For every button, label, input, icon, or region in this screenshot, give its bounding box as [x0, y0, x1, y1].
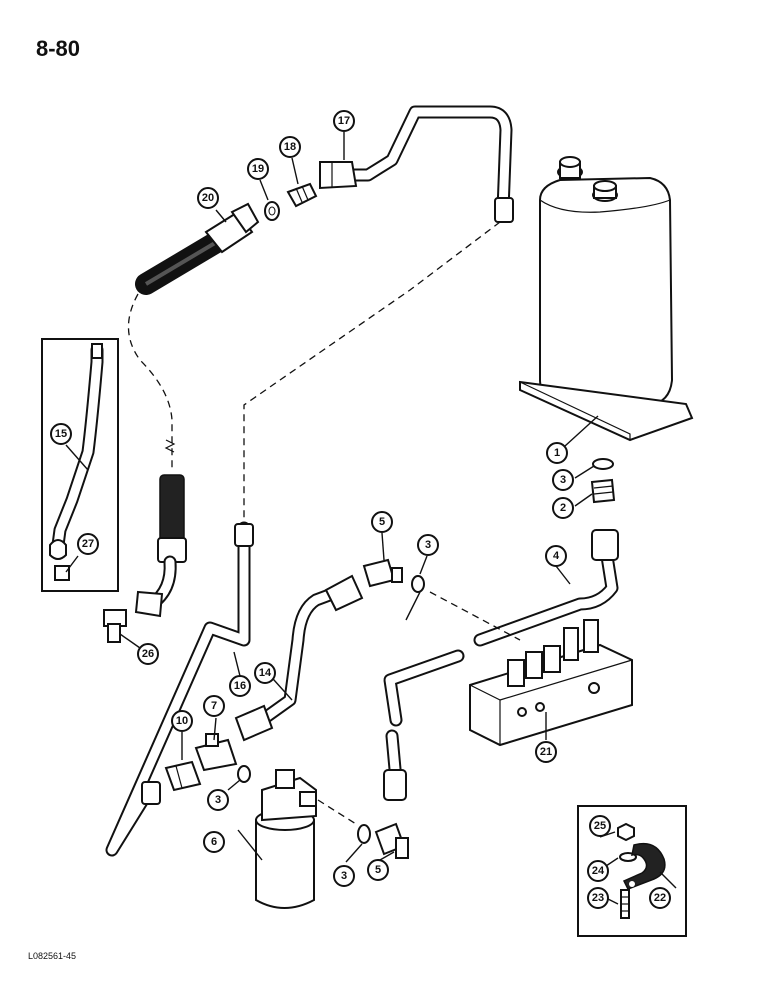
callout-3-upper: 3: [417, 534, 439, 556]
svg-text:22: 22: [654, 892, 666, 904]
svg-text:24: 24: [592, 865, 605, 877]
filter-route: [317, 799, 357, 825]
svg-text:17: 17: [338, 115, 350, 127]
callout-10: 10: [171, 710, 193, 732]
callout-15: 15: [50, 423, 72, 445]
line-route-16: [243, 221, 501, 522]
svg-text:25: 25: [594, 820, 606, 832]
callout-4: 4: [545, 545, 567, 567]
svg-text:14: 14: [259, 667, 272, 679]
callout-16: 16: [229, 675, 251, 697]
svg-text:21: 21: [540, 746, 552, 758]
callout-17: 17: [333, 110, 355, 132]
tee-5-upper: [362, 558, 403, 588]
callout-22: 22: [649, 887, 671, 909]
svg-text:27: 27: [82, 538, 94, 550]
hose-route: [127, 293, 173, 470]
callout-1: 1: [546, 442, 568, 464]
callout-14: 14: [254, 662, 276, 684]
elbow-5-lower: [374, 822, 409, 859]
hose-20: [135, 202, 260, 295]
callout-6: 6: [203, 831, 225, 853]
svg-text:26: 26: [142, 648, 154, 660]
svg-text:3: 3: [215, 794, 221, 806]
callout-5-lower: 5: [367, 859, 389, 881]
detail-inset-left: [41, 338, 119, 592]
fitting-10: [164, 760, 202, 792]
hose-elbow: [134, 474, 187, 618]
svg-text:3: 3: [560, 474, 566, 486]
svg-text:18: 18: [284, 141, 296, 153]
svg-text:10: 10: [176, 715, 188, 727]
fitting-18: [286, 182, 318, 208]
callout-26: 26: [137, 643, 159, 665]
callout-18: 18: [279, 136, 301, 158]
fitting-2: [590, 478, 616, 504]
svg-text:6: 6: [211, 836, 217, 848]
svg-text:15: 15: [55, 428, 67, 440]
svg-text:5: 5: [379, 516, 385, 528]
svg-text:23: 23: [592, 892, 604, 904]
nut-19: [264, 201, 280, 221]
svg-text:5: 5: [375, 864, 381, 876]
callout-20: 20: [197, 187, 219, 209]
return-line: [383, 649, 465, 801]
o-ring-3-tank: [592, 458, 614, 470]
callout-3-filter-top: 3: [207, 789, 229, 811]
callout-7: 7: [203, 695, 225, 717]
tee-7: [194, 733, 238, 772]
line-4: [473, 529, 619, 647]
callout-21: 21: [535, 741, 557, 763]
tee-26: [103, 609, 127, 643]
svg-text:20: 20: [202, 192, 214, 204]
pressure-line: [319, 105, 514, 223]
valve-route: [429, 591, 521, 641]
svg-text:1: 1: [554, 447, 560, 459]
o-ring-3-upper: [411, 575, 425, 593]
svg-text:19: 19: [252, 163, 264, 175]
svg-text:3: 3: [425, 539, 431, 551]
callout-2: 2: [552, 497, 574, 519]
svg-text:7: 7: [211, 700, 217, 712]
callout-19: 19: [247, 158, 269, 180]
o-ring-3-filter-side: [357, 824, 371, 844]
svg-text:3: 3: [341, 870, 347, 882]
oil-filter: [255, 769, 317, 909]
callout-3-tank: 3: [552, 469, 574, 491]
page-number: 8-80: [36, 36, 81, 61]
line-14: [234, 574, 364, 742]
callout-27: 27: [77, 533, 99, 555]
callout-25: 25: [589, 815, 611, 837]
reservoir-tank: [519, 156, 694, 442]
line-16: [105, 521, 254, 857]
reference-code: L082561-45: [28, 951, 77, 961]
callout-3-filter-side: 3: [333, 865, 355, 887]
detail-inset-right: [577, 805, 687, 937]
callout-23: 23: [587, 887, 609, 909]
svg-text:2: 2: [560, 502, 566, 514]
control-valve: [469, 619, 633, 747]
callout-24: 24: [587, 860, 609, 882]
o-ring-3-filter-top: [237, 765, 251, 783]
svg-text:16: 16: [234, 680, 246, 692]
callout-5-upper: 5: [371, 511, 393, 533]
svg-text:4: 4: [553, 550, 560, 562]
